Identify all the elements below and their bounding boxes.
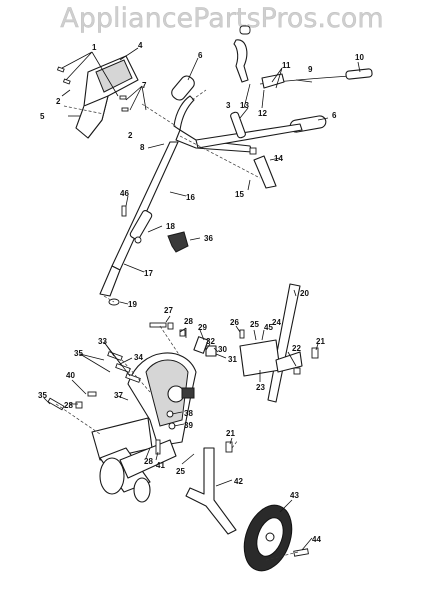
callout-4: 4 [138, 41, 143, 50]
callout-6b: 6 [332, 111, 337, 120]
bolts-27-28 [149, 322, 217, 357]
callout-30: 30 [218, 345, 227, 354]
callout-25: 25 [250, 320, 259, 329]
bolt-46 [121, 205, 127, 217]
callout-1: 1 [92, 43, 97, 52]
callout-13: 13 [240, 101, 249, 110]
callout-38: 38 [184, 409, 193, 418]
callout-28c: 28 [144, 457, 153, 466]
callout-39: 39 [184, 421, 193, 430]
callout-42: 42 [234, 477, 243, 486]
callout-44: 44 [312, 535, 321, 544]
pin-21 [311, 347, 319, 359]
callout-45: 45 [264, 323, 273, 332]
lever-14 [253, 155, 277, 189]
callout-46: 46 [120, 189, 129, 198]
callout-34: 34 [134, 353, 143, 362]
callout-2b: 2 [128, 131, 133, 140]
clip-21-lower [225, 441, 233, 453]
callout-14: 14 [274, 154, 283, 163]
callout-40: 40 [66, 371, 75, 380]
callout-33: 33 [98, 337, 107, 346]
callout-11: 11 [282, 61, 291, 70]
callout-16: 16 [186, 193, 195, 202]
callout-43: 43 [290, 491, 299, 500]
callout-17: 17 [144, 269, 153, 278]
callout-21: 21 [316, 337, 325, 346]
crossbar [195, 123, 303, 149]
callout-19: 19 [128, 300, 137, 309]
bolt-41 [155, 439, 161, 455]
callout-26: 26 [230, 318, 239, 327]
callout-6: 6 [198, 51, 203, 60]
callout-labels: 1 2 2 3 4 5 6 6 7 8 9 10 11 12 13 14 15 … [38, 41, 364, 544]
callout-21b: 21 [226, 429, 235, 438]
callout-27: 27 [164, 306, 173, 315]
callout-35: 35 [74, 349, 83, 358]
bolt-44 [293, 548, 309, 557]
callout-24: 24 [272, 318, 281, 327]
clutch-lever [233, 25, 251, 83]
callout-20: 20 [300, 289, 309, 298]
callout-3: 3 [226, 101, 231, 110]
bolt-26 [239, 329, 245, 339]
callout-32: 32 [206, 337, 215, 346]
callout-36: 36 [204, 234, 213, 243]
pin-3 [230, 111, 246, 139]
callout-37: 37 [114, 391, 123, 400]
callout-22: 22 [292, 344, 301, 353]
depth-bracket [185, 447, 237, 535]
handle-grips [171, 75, 327, 133]
bolts-1 [56, 66, 129, 112]
callout-29: 29 [198, 323, 207, 332]
wheel [243, 504, 293, 572]
callout-23: 23 [256, 383, 265, 392]
callout-9: 9 [308, 65, 313, 74]
callout-7: 7 [142, 81, 147, 90]
callout-2: 2 [56, 97, 61, 106]
leader-lines [43, 47, 361, 551]
callout-12: 12 [258, 109, 267, 118]
clip-22 [293, 367, 301, 375]
callout-28b: 28 [64, 401, 73, 410]
callout-10: 10 [355, 53, 364, 62]
callout-31: 31 [228, 355, 237, 364]
transmission [167, 385, 195, 403]
callout-15: 15 [235, 190, 244, 199]
callout-35b: 35 [38, 391, 47, 400]
callout-5: 5 [40, 112, 45, 121]
callout-41: 41 [156, 461, 165, 470]
lower-handle [99, 210, 153, 297]
bracket-36 [167, 231, 189, 253]
shield-bracket [75, 55, 139, 139]
callout-18: 18 [166, 222, 175, 231]
callout-25b: 25 [176, 467, 185, 476]
bolt-15 [249, 147, 257, 155]
tine-assembly [99, 439, 177, 503]
watermark-text: AppliancePartsPros.com [60, 3, 383, 34]
callout-28: 28 [184, 317, 193, 326]
callout-8: 8 [140, 143, 145, 152]
tine-shield [91, 352, 197, 461]
